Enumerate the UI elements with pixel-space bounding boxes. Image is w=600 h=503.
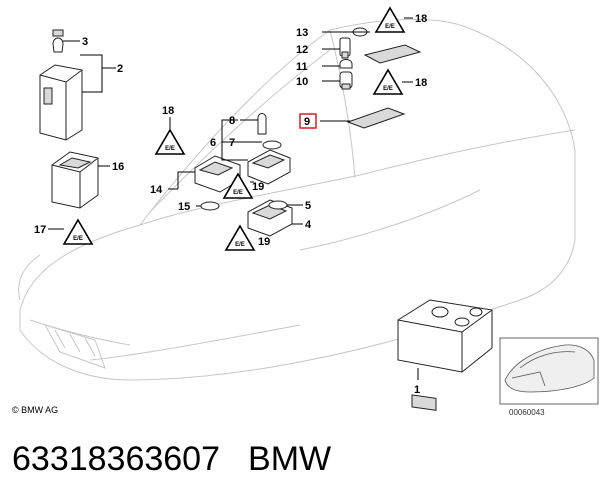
callout-17: 17 xyxy=(34,224,46,236)
warning-triangle-icon: E/E xyxy=(372,68,404,95)
callout-5: 5 xyxy=(305,200,311,212)
part-5-bulb xyxy=(268,200,288,210)
part-3-bulb xyxy=(52,29,64,53)
part-2-module xyxy=(39,64,83,141)
callout-1: 1 xyxy=(414,384,420,396)
callout-11: 11 xyxy=(296,61,308,73)
part-footer: 63318363607 BMW xyxy=(12,440,331,479)
warning-triangle-icon: E/E xyxy=(224,224,256,251)
callout-10: 10 xyxy=(296,76,308,88)
part-1-light-module xyxy=(397,299,493,411)
reading-light-lens-top xyxy=(363,44,422,64)
callout-12: 12 xyxy=(296,44,308,56)
callout-9: 9 xyxy=(304,116,310,128)
warning-triangle-icon: E/E xyxy=(154,128,186,155)
callout-13: 13 xyxy=(296,27,308,39)
callout-16: 16 xyxy=(112,161,124,173)
part-11-bulb xyxy=(339,59,353,69)
part-15-bulb xyxy=(200,201,220,211)
svg-text:E/E: E/E xyxy=(165,146,175,152)
brand-name: BMW xyxy=(248,440,332,478)
callout-18: 18 xyxy=(415,77,427,89)
part-number: 63318363607 xyxy=(12,440,221,478)
part-10-bulb xyxy=(339,71,353,90)
warning-triangle-icon: E/E xyxy=(222,172,254,199)
part-14-light xyxy=(194,155,241,193)
callout-3: 3 xyxy=(82,36,88,48)
callout-4: 4 xyxy=(305,219,312,231)
warning-triangle-icon: E/E xyxy=(62,218,94,245)
callout-9-highlight-box xyxy=(299,113,317,129)
callout-19: 19 xyxy=(252,181,264,193)
svg-text:E/E: E/E xyxy=(235,242,245,248)
parts-diagram: E/E E/E E/E E/E E/E E/E xyxy=(18,6,599,411)
copyright-notice: © BMW AG xyxy=(12,405,59,415)
callout-15: 15 xyxy=(178,201,190,213)
reading-light-lens-9 xyxy=(346,107,406,129)
callout-6: 6 xyxy=(210,137,216,149)
part-6-light xyxy=(247,149,291,185)
callout-2: 2 xyxy=(117,63,123,75)
part-16-lamp-housing xyxy=(51,151,99,209)
part-8-bulb xyxy=(257,113,267,135)
part-7-bulb xyxy=(262,140,282,150)
callout-labels: 3 2 16 17 18 8 6 7 14 15 19 5 4 19 13 12… xyxy=(34,13,427,396)
callout-14: 14 xyxy=(150,184,163,196)
part-12-bulb xyxy=(339,37,351,59)
warning-triangle-icon: E/E xyxy=(374,6,406,33)
svg-text:E/E: E/E xyxy=(233,190,243,196)
diagram-reference-code: 00060043 xyxy=(509,408,545,417)
part-13-bulb xyxy=(352,27,370,37)
callout-19: 19 xyxy=(258,236,270,248)
callout-18: 18 xyxy=(415,13,427,25)
svg-text:E/E: E/E xyxy=(385,24,395,30)
inset-car-thumbnail xyxy=(499,337,599,405)
svg-text:E/E: E/E xyxy=(383,86,393,92)
callout-8: 8 xyxy=(229,115,235,127)
callout-18: 18 xyxy=(162,105,174,117)
callout-7: 7 xyxy=(229,137,235,149)
svg-text:E/E: E/E xyxy=(73,236,83,242)
leader-lines xyxy=(48,17,419,380)
